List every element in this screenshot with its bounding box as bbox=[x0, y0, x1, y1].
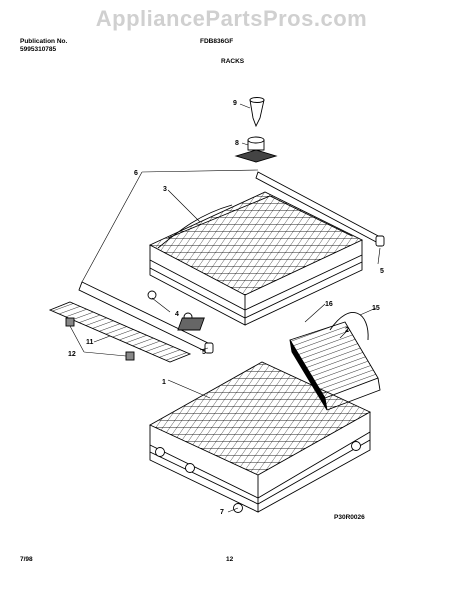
upper-rack bbox=[148, 191, 364, 326]
callout-numbers: 9 8 6 3 5 4 5 16 15 2 12 11 1 7 bbox=[68, 100, 384, 516]
left-rack-rail bbox=[78, 281, 214, 354]
watermark: AppliancePartsPros.com bbox=[95, 6, 368, 31]
footer-page: 12 bbox=[226, 556, 234, 563]
callout-12: 12 bbox=[68, 351, 76, 358]
callout-4: 4 bbox=[175, 311, 179, 318]
callout-16: 16 bbox=[325, 301, 333, 308]
upper-rack-rail bbox=[255, 171, 385, 247]
section-title: RACKS bbox=[221, 58, 245, 65]
callout-6: 6 bbox=[134, 170, 138, 177]
callout-9: 9 bbox=[233, 100, 237, 107]
upper-rack-rollers bbox=[147, 290, 193, 322]
callout-5-lower: 5 bbox=[202, 349, 206, 356]
callout-1: 1 bbox=[162, 379, 166, 386]
publication-label: Publication No. bbox=[20, 38, 68, 45]
callout-8: 8 bbox=[235, 140, 239, 147]
callout-11: 11 bbox=[86, 339, 94, 346]
callout-15: 15 bbox=[372, 305, 380, 312]
spray-nozzle bbox=[249, 97, 265, 128]
leader-lines bbox=[69, 103, 381, 513]
callout-3: 3 bbox=[163, 186, 167, 193]
figure-code: P30R0026 bbox=[334, 514, 365, 521]
publication-number: 5995310785 bbox=[20, 46, 57, 53]
callout-5-upper: 5 bbox=[380, 268, 384, 275]
spray-arm-mount bbox=[234, 136, 278, 163]
model-number: FDB836GF bbox=[200, 38, 234, 45]
callout-7: 7 bbox=[220, 509, 224, 516]
callout-2: 2 bbox=[345, 327, 349, 334]
tine-row bbox=[48, 301, 192, 363]
footer-date: 7/98 bbox=[20, 556, 33, 563]
